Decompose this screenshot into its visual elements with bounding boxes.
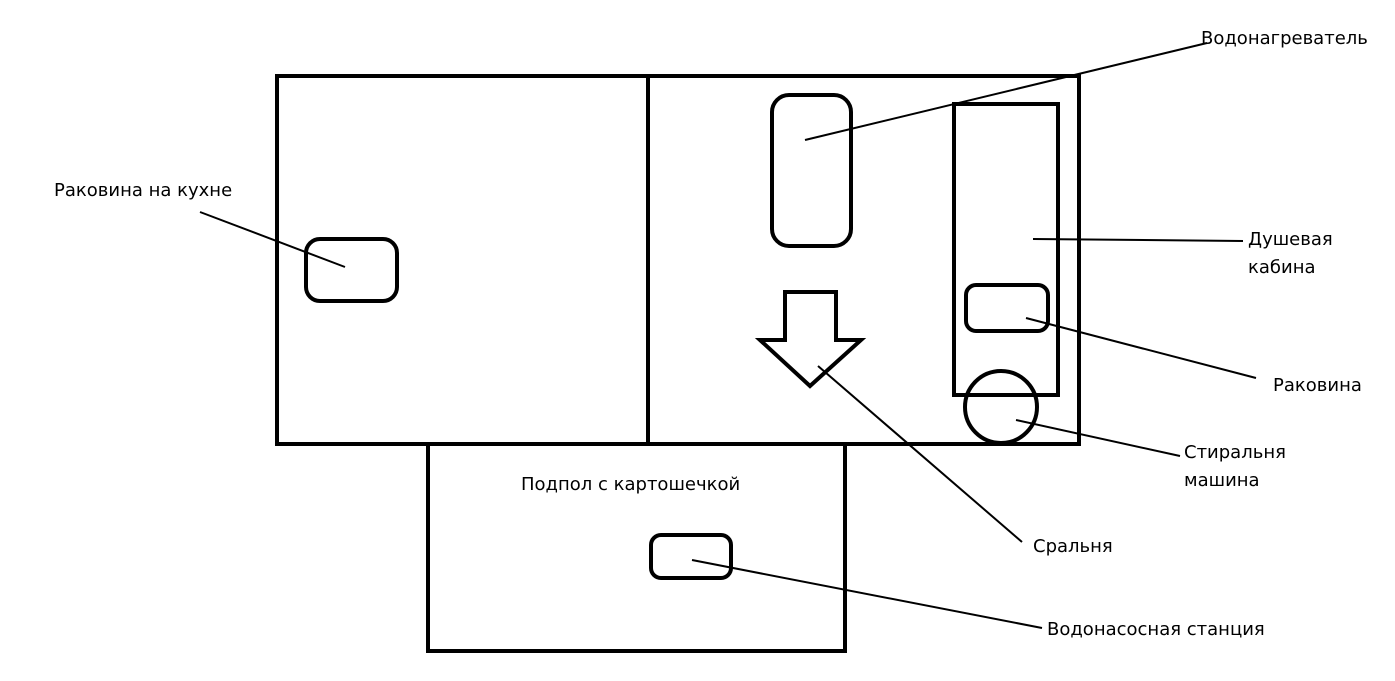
label-pump-station: Водонасосная станция <box>1047 616 1265 644</box>
leader-sink <box>1025 317 1257 379</box>
label-kitchen-sink: Раковина на кухне <box>54 177 232 205</box>
washing-machine-shape <box>963 369 1039 445</box>
kitchen-sink-shape <box>304 237 399 303</box>
water-heater-shape <box>770 93 853 248</box>
label-shower-cabin: Душевая кабина <box>1248 226 1333 282</box>
shower-cabin-shape <box>952 102 1060 397</box>
pump-station-text: Водонасосная станция <box>1047 619 1265 640</box>
toilet-text: Сральня <box>1033 536 1113 557</box>
leader-kitchen-sink <box>199 211 346 268</box>
shower-text-line2: кабина <box>1248 257 1316 278</box>
cellar-outline <box>426 442 847 653</box>
water-heater-text: Водонагреватель <box>1201 28 1368 49</box>
washer-text-line1: Стиральня <box>1184 442 1286 463</box>
leader-toilet <box>817 365 1023 543</box>
label-sink: Раковина <box>1273 372 1362 400</box>
label-water-heater: Водонагреватель <box>1201 25 1368 53</box>
pump-station-shape <box>649 533 733 580</box>
washer-text-line2: машина <box>1184 470 1260 491</box>
leader-pump-station <box>691 559 1043 629</box>
label-cellar: Подпол с картошечкой <box>521 471 740 499</box>
cellar-text: Подпол с картошечкой <box>521 474 741 495</box>
leader-washing-machine <box>1015 419 1181 457</box>
label-washing-machine: Стиральня машина <box>1184 439 1286 495</box>
leader-shower-cabin <box>1032 238 1244 242</box>
shower-text-line1: Душевая <box>1248 229 1333 250</box>
kitchen-sink-text: Раковина на кухне <box>54 180 233 201</box>
sink-text: Раковина <box>1273 375 1362 396</box>
label-toilet: Сральня <box>1033 533 1113 561</box>
leader-water-heater <box>804 42 1208 141</box>
sink-shape <box>964 283 1050 333</box>
toilet-arrow-shape <box>754 290 867 389</box>
